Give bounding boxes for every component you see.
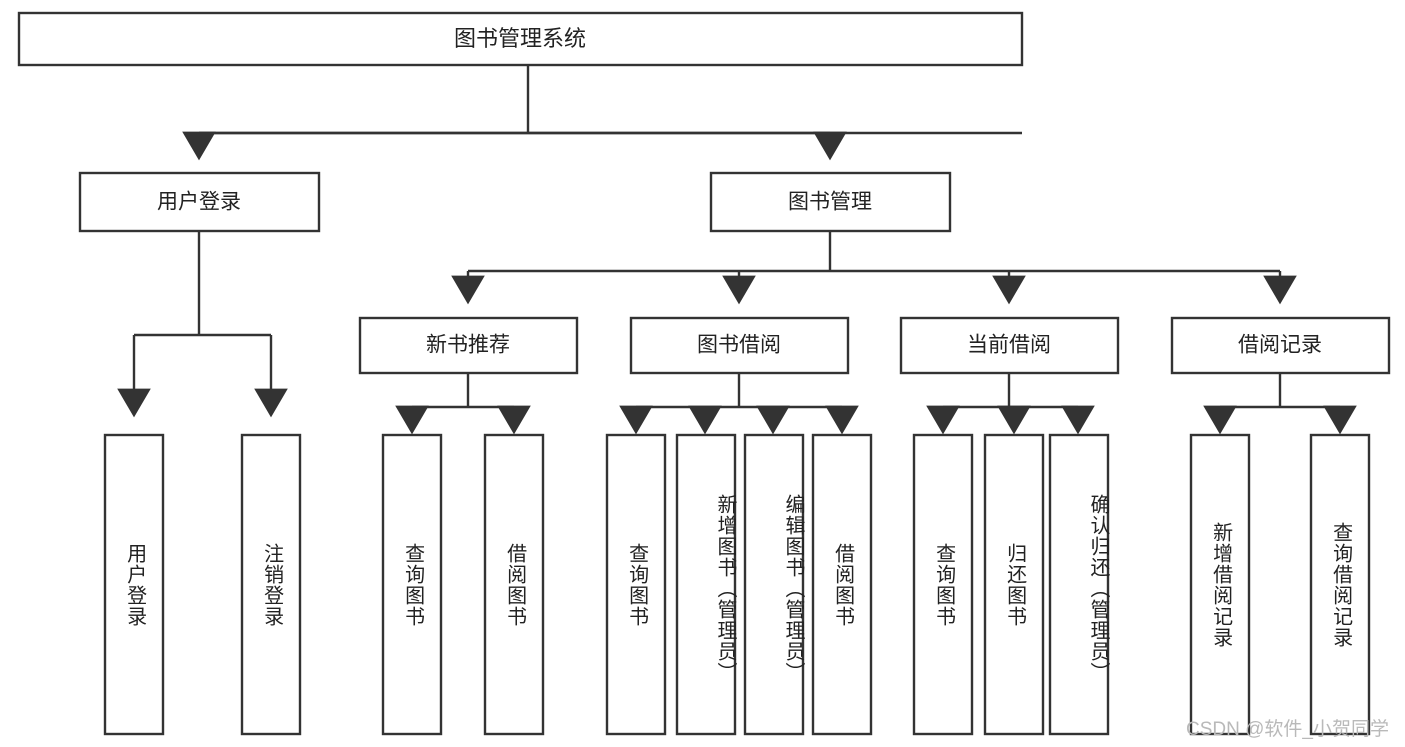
node-leaf-query-record-rect[interactable] <box>1309 433 1371 736</box>
node-leaf-query-book-3-rect[interactable] <box>912 433 974 736</box>
node-book-manage[interactable]: 图书管理 <box>709 171 952 233</box>
node-current-borrow-rect[interactable] <box>899 316 1120 375</box>
node-leaf-user-login-rect[interactable] <box>103 433 165 736</box>
connector-new-book-recommend-to-leaves <box>395 373 531 435</box>
connector-current-borrow-to-leaves <box>926 373 1095 435</box>
connector-borrow-record-to-leaves <box>1203 373 1357 435</box>
node-leaf-return-book-rect[interactable] <box>983 433 1045 736</box>
node-user-login-rect[interactable] <box>78 171 321 233</box>
node-user-login[interactable]: 用户登录 <box>78 171 321 233</box>
node-leaf-query-book-2-rect[interactable] <box>605 433 667 736</box>
node-leaf-add-record-rect[interactable] <box>1189 433 1251 736</box>
node-leaf-edit-book-rect[interactable] <box>743 433 805 736</box>
node-leaf-user-logout-rect[interactable] <box>240 433 302 736</box>
node-book-borrow-label: 图书借阅 <box>697 334 781 357</box>
connector-root-to-level2 <box>182 65 1022 161</box>
node-book-borrow[interactable]: 图书借阅 <box>629 316 850 375</box>
node-borrow-record-label: 借阅记录 <box>1238 334 1322 357</box>
node-root-label: 图书管理系统 <box>454 26 586 51</box>
node-current-borrow-label: 当前借阅 <box>967 334 1051 357</box>
node-new-book-recommend-rect[interactable] <box>358 316 579 375</box>
csdn-watermark: CSDN @软件_小贺同学 <box>1186 719 1389 740</box>
node-user-login-label: 用户登录 <box>157 191 241 214</box>
node-leaf-confirm-return-rect[interactable] <box>1048 433 1110 736</box>
node-new-book-recommend-label: 新书推荐 <box>426 334 510 357</box>
connector-book-manage-to-level3 <box>451 231 1297 305</box>
node-leaf-borrow-book-2-rect[interactable] <box>811 433 873 736</box>
node-root[interactable]: 图书管理系统 <box>17 11 1024 67</box>
node-leaf-add-book-rect[interactable] <box>675 433 737 736</box>
connector-book-borrow-to-leaves <box>619 373 859 435</box>
node-new-book-recommend[interactable]: 新书推荐 <box>358 316 579 375</box>
connector-user-login-to-leaves <box>117 231 288 418</box>
node-root-rect[interactable] <box>17 11 1024 67</box>
node-borrow-record[interactable]: 借阅记录 <box>1170 316 1391 375</box>
node-book-manage-label: 图书管理 <box>788 191 872 214</box>
node-current-borrow[interactable]: 当前借阅 <box>899 316 1120 375</box>
node-leaf-query-book-1-rect[interactable] <box>381 433 443 736</box>
node-leaf-borrow-book-1-rect[interactable] <box>483 433 545 736</box>
